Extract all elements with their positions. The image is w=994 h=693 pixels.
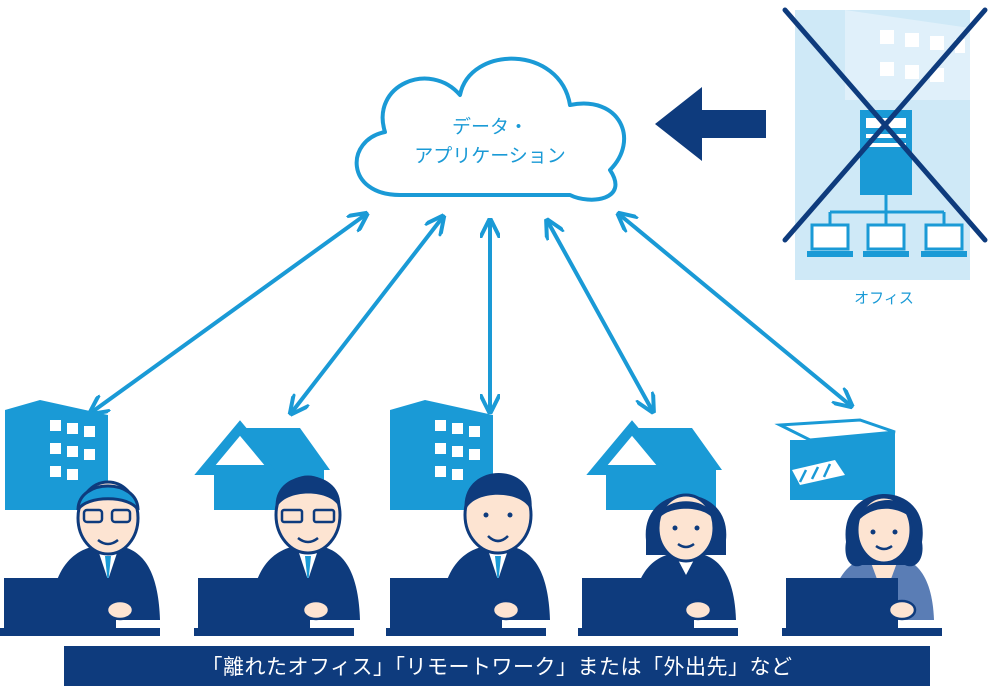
cloud-label-line1: データ・ [452, 116, 528, 138]
caption-text: 「離れたオフィス」「リモートワーク」または「外出先」など [201, 655, 793, 679]
storefront-icon [774, 418, 896, 500]
laptop-icon-3 [386, 578, 546, 636]
caption-banner: 「離れたオフィス」「リモートワーク」または「外出先」など [64, 646, 930, 686]
migration-arrow-icon [655, 87, 766, 161]
sync-arrow-5 [620, 215, 850, 405]
sync-arrow-1 [92, 215, 365, 412]
sync-arrow-2 [292, 218, 442, 412]
laptop-icon-2 [194, 578, 354, 636]
sync-arrow-4 [548, 222, 652, 410]
branch-office-icon [5, 400, 108, 510]
cross-mark-icon [782, 7, 988, 243]
cloud-label-line2: アプリケーション [414, 145, 566, 167]
office-label: オフィス [854, 289, 914, 307]
cloud-icon [354, 56, 627, 202]
laptop-icon-5 [782, 578, 942, 636]
laptop-icon-4 [578, 578, 738, 636]
office-building-icon [795, 10, 970, 280]
house-icon-2 [586, 420, 722, 510]
laptop-icon-1 [0, 578, 160, 636]
